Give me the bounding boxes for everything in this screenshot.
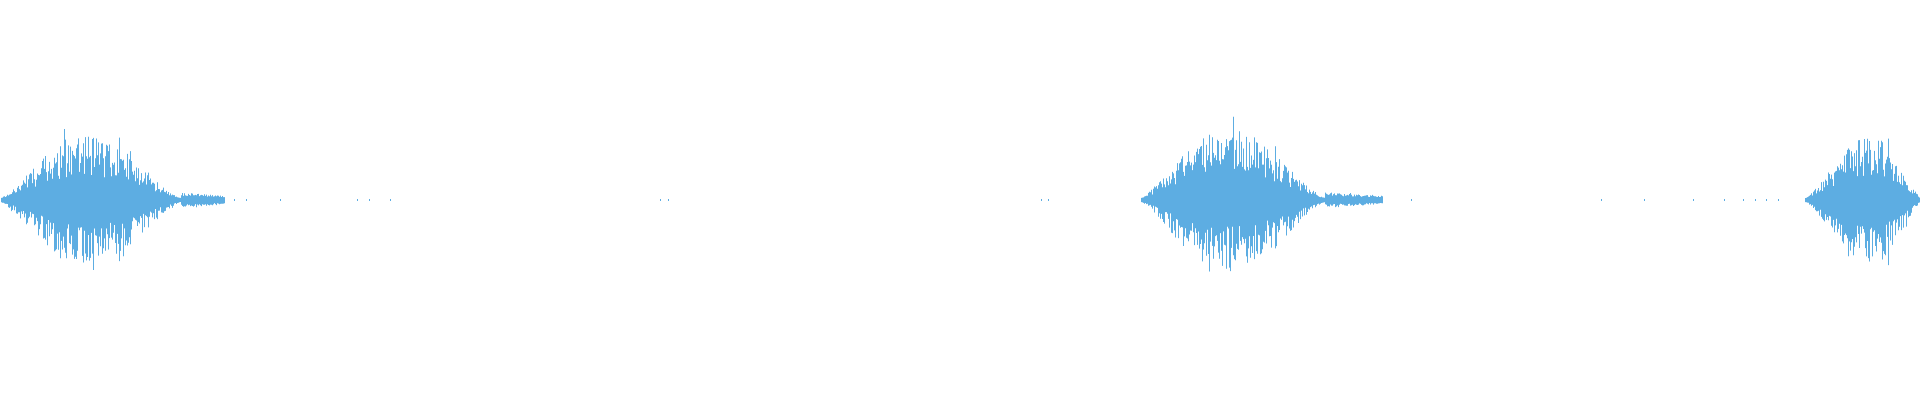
waveform-bursts — [1, 116, 1920, 272]
waveform-samples — [1, 116, 1920, 272]
